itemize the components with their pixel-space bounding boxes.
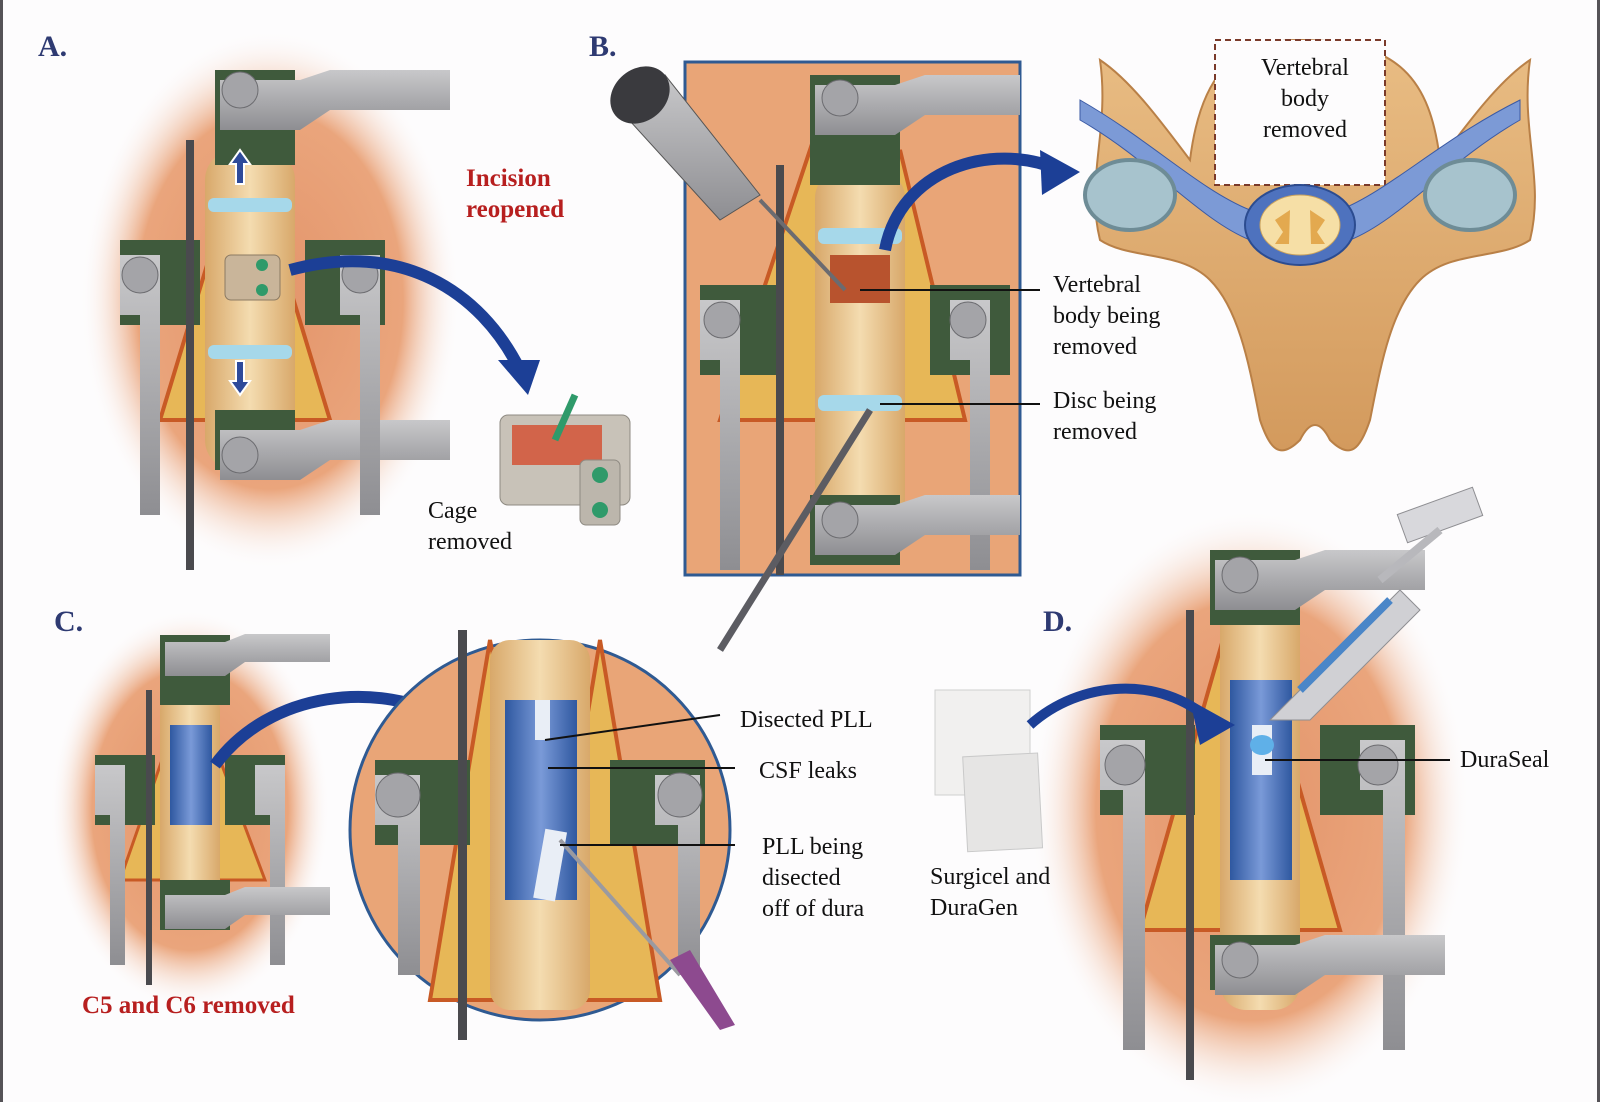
- label-surgicel-duragen: Surgicel and DuraGen: [930, 864, 1051, 921]
- pll-being-disected: [533, 828, 568, 902]
- panel-letter-c: C.: [54, 605, 84, 638]
- caspar-pin-b: [776, 165, 784, 575]
- curved-arrow-d: [1026, 683, 1214, 729]
- dissector-handle: [670, 950, 735, 1030]
- foramen-transversarium-right: [1423, 158, 1517, 232]
- panel-c-illustration: [50, 610, 735, 1040]
- micro-dissector-icon: [558, 838, 682, 977]
- duragen-sheet: [962, 752, 1044, 853]
- cage-in-situ-a: [224, 254, 281, 301]
- arrowhead-d-icon: [1190, 700, 1235, 745]
- retractor-pivot-a-left: [121, 256, 159, 294]
- left-border: [0, 0, 3, 1102]
- screw-a-1: [256, 259, 268, 271]
- callout-incision-reopened: Incision reopened: [466, 165, 565, 223]
- label-cage-removed: Cage removed: [428, 498, 512, 555]
- caspar-pin-a: [186, 140, 194, 570]
- retractor-arm-top-c: [165, 634, 330, 676]
- cage-removed-illustration: [499, 393, 631, 526]
- disc-b-lower: [818, 395, 902, 411]
- curved-arrow-a: [288, 255, 526, 373]
- retractor-arm-top-b: [815, 75, 1020, 135]
- duraseal-applied: [1250, 735, 1274, 755]
- retractor-arm-left-a: [120, 255, 160, 515]
- axial-vertebra-illustration: [1079, 38, 1536, 452]
- panel-letter-b: B.: [589, 30, 617, 63]
- gray-matter: [1275, 210, 1325, 244]
- retractor-arm-left-b: [700, 300, 740, 570]
- panel-a-illustration: [80, 30, 631, 570]
- retractor-pivot-a-bottom: [221, 436, 259, 474]
- retractor-arm-right-a: [340, 255, 380, 515]
- disc-a-upper: [208, 198, 292, 212]
- caspar-pin-c: [458, 630, 467, 1040]
- foramen-transversarium-left: [1083, 158, 1177, 232]
- pll-disected: [535, 700, 550, 740]
- arrowhead-a-icon: [498, 360, 540, 395]
- high-speed-drill-icon: [610, 66, 847, 292]
- curette-icon: [717, 408, 873, 652]
- retractor-arm-top-a: [220, 70, 450, 130]
- duraseal-applicator-icon: [1268, 486, 1484, 721]
- disc-a-lower: [208, 345, 292, 359]
- panel-d-illustration: [934, 486, 1484, 1102]
- arrowhead-b-icon: [1040, 150, 1080, 195]
- leader-disected-pll: [544, 714, 721, 741]
- disc-b-upper: [818, 228, 902, 244]
- label-vertebral-body-removed: Vertebral body removed: [1261, 55, 1349, 143]
- arrow-down-icon: [228, 360, 252, 397]
- label-vertebral-body-being-removed: Vertebral body being removed: [1053, 272, 1161, 360]
- label-pll-being-disected: PLL being disected off of dura: [762, 834, 865, 922]
- panel-b-illustration: [610, 60, 1080, 652]
- retractor-arm-bottom-b: [815, 495, 1020, 555]
- retractor-arm-bottom-a: [220, 420, 450, 480]
- right-border: [1597, 0, 1600, 1102]
- vertebral-body-removed-region: [830, 255, 890, 303]
- screw-a-2: [256, 284, 268, 296]
- arrow-up-icon: [228, 148, 252, 185]
- spine-a: [205, 150, 295, 470]
- label-disc-being-removed: Disc being removed: [1053, 388, 1157, 445]
- callout-c5-c6-removed: C5 and C6 removed: [82, 992, 295, 1019]
- panel-letter-a: A.: [38, 30, 68, 63]
- label-duraseal: DuraSeal: [1460, 747, 1550, 773]
- curved-arrow-b: [879, 152, 1063, 252]
- retractor-pivot-a-top: [221, 71, 259, 109]
- panel-letter-d: D.: [1043, 605, 1073, 638]
- spinal-cord: [1259, 194, 1341, 256]
- label-csf-leaks: CSF leaks: [759, 758, 858, 784]
- label-disected-pll: Disected PLL: [740, 707, 873, 733]
- dura-exposed-c: [170, 725, 212, 825]
